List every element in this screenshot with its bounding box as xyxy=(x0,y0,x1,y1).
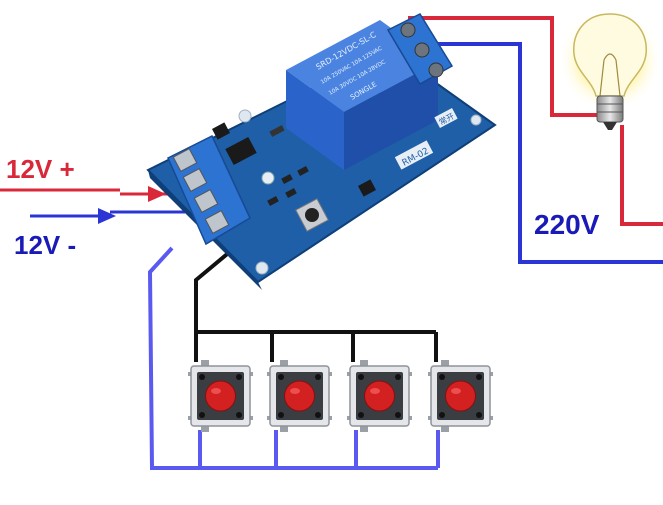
positive-arrow-icon xyxy=(148,186,166,202)
diode xyxy=(269,125,285,137)
terminal-screw xyxy=(172,148,198,172)
terminal-screw xyxy=(182,168,208,192)
button-wires xyxy=(147,246,440,470)
button-cap xyxy=(364,380,395,412)
smd-resistor xyxy=(297,166,309,176)
mount-hole xyxy=(255,261,269,275)
terminal-screw xyxy=(193,189,219,213)
button-cap xyxy=(445,380,476,412)
terminal-screw xyxy=(428,62,444,78)
button-3 xyxy=(347,360,412,432)
mount-hole xyxy=(470,114,482,126)
mains-wiring xyxy=(408,16,663,264)
negative-arrow-icon xyxy=(98,208,116,224)
transistor xyxy=(358,179,376,197)
ic-chip xyxy=(225,136,257,166)
smd-resistor xyxy=(281,174,293,184)
button-cap xyxy=(284,380,315,412)
light-bulb xyxy=(558,8,662,130)
power-input-wires xyxy=(0,186,185,224)
terminal-screw xyxy=(204,210,230,234)
smd-resistor xyxy=(267,196,279,206)
negative-input-label: 12V - xyxy=(14,230,76,260)
smd-resistor xyxy=(285,188,297,198)
mount-hole xyxy=(238,109,252,123)
button-cap xyxy=(205,380,236,412)
output-terminal-block xyxy=(386,13,454,86)
common-wire xyxy=(194,248,438,362)
terminal-screw xyxy=(414,42,430,58)
input-terminal-block xyxy=(167,134,251,246)
onboard-button-cap xyxy=(305,208,319,222)
terminal-screw xyxy=(400,22,416,38)
button-1 xyxy=(188,360,253,432)
button-2 xyxy=(267,360,332,432)
button-return-wire xyxy=(147,246,438,470)
button-4 xyxy=(428,360,493,432)
led-indicator xyxy=(261,171,275,185)
push-buttons xyxy=(188,360,493,432)
mains-voltage-label: 220V xyxy=(534,209,600,240)
relay-module: SRD-12VDC-SL-C 10A 250VAC 10A 125VAC 10A… xyxy=(146,13,497,290)
bulb-base xyxy=(596,95,624,123)
positive-input-label: 12V + xyxy=(6,154,75,184)
transistor xyxy=(212,122,230,140)
